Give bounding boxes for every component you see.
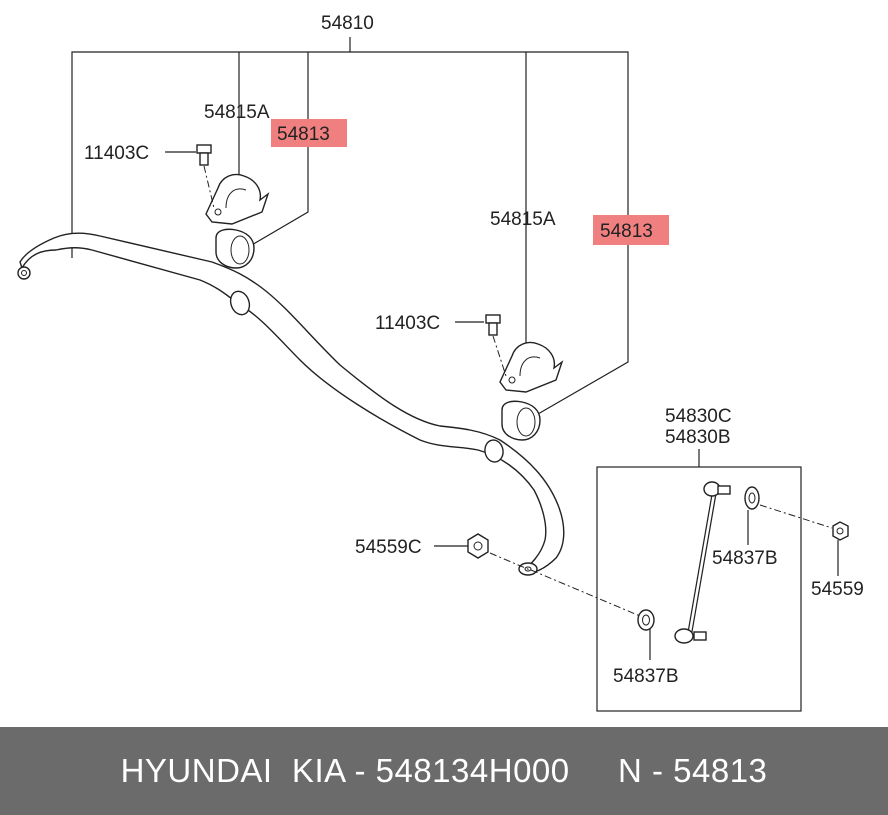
assembly-leader-lines (71, 37, 839, 660)
label-bolt-right: 11403C (375, 313, 440, 334)
label-washer-lower: 54837B (613, 666, 679, 687)
bracket-left (205, 173, 270, 225)
label-nut-upper: 54559 (811, 579, 864, 600)
bolt-right (485, 314, 507, 377)
label-link-lower: 54830B (665, 427, 731, 448)
footer-bar: HYUNDAI KIA - 548134H000 N - 54813 (0, 727, 888, 815)
label-link-upper: 54830C (665, 406, 732, 427)
nut-upper (832, 521, 849, 541)
bolt-left (196, 144, 215, 209)
footer-part-number: HYUNDAI KIA - 548134H000 N - 54813 (120, 752, 768, 789)
washer-lower (637, 609, 655, 631)
highlight-bushing-left (271, 119, 347, 147)
label-bushing-right: 54813 (600, 221, 653, 242)
stabilizer-bar (17, 232, 565, 576)
stabilizer-link (530, 481, 731, 644)
label-washer-upper: 54837B (712, 548, 778, 569)
washer-upper (744, 486, 833, 529)
nut-bar (467, 533, 531, 571)
label-assembly: 54810 (321, 13, 374, 34)
highlight-bushing-right (593, 215, 669, 245)
label-bracket-left: 54815A (204, 102, 270, 123)
link-detail-box (596, 466, 802, 712)
bracket-right (499, 341, 564, 393)
label-nut-bar: 54559C (355, 537, 422, 558)
label-bracket-right: 54815A (490, 209, 556, 230)
parts-diagram: 54810 54815A 54813 11403C 54815A 54813 1… (17, 13, 864, 712)
label-bolt-left: 11403C (84, 143, 149, 164)
label-bushing-left: 54813 (277, 124, 330, 145)
bushing-right (501, 400, 541, 441)
bushing-left (215, 228, 255, 269)
